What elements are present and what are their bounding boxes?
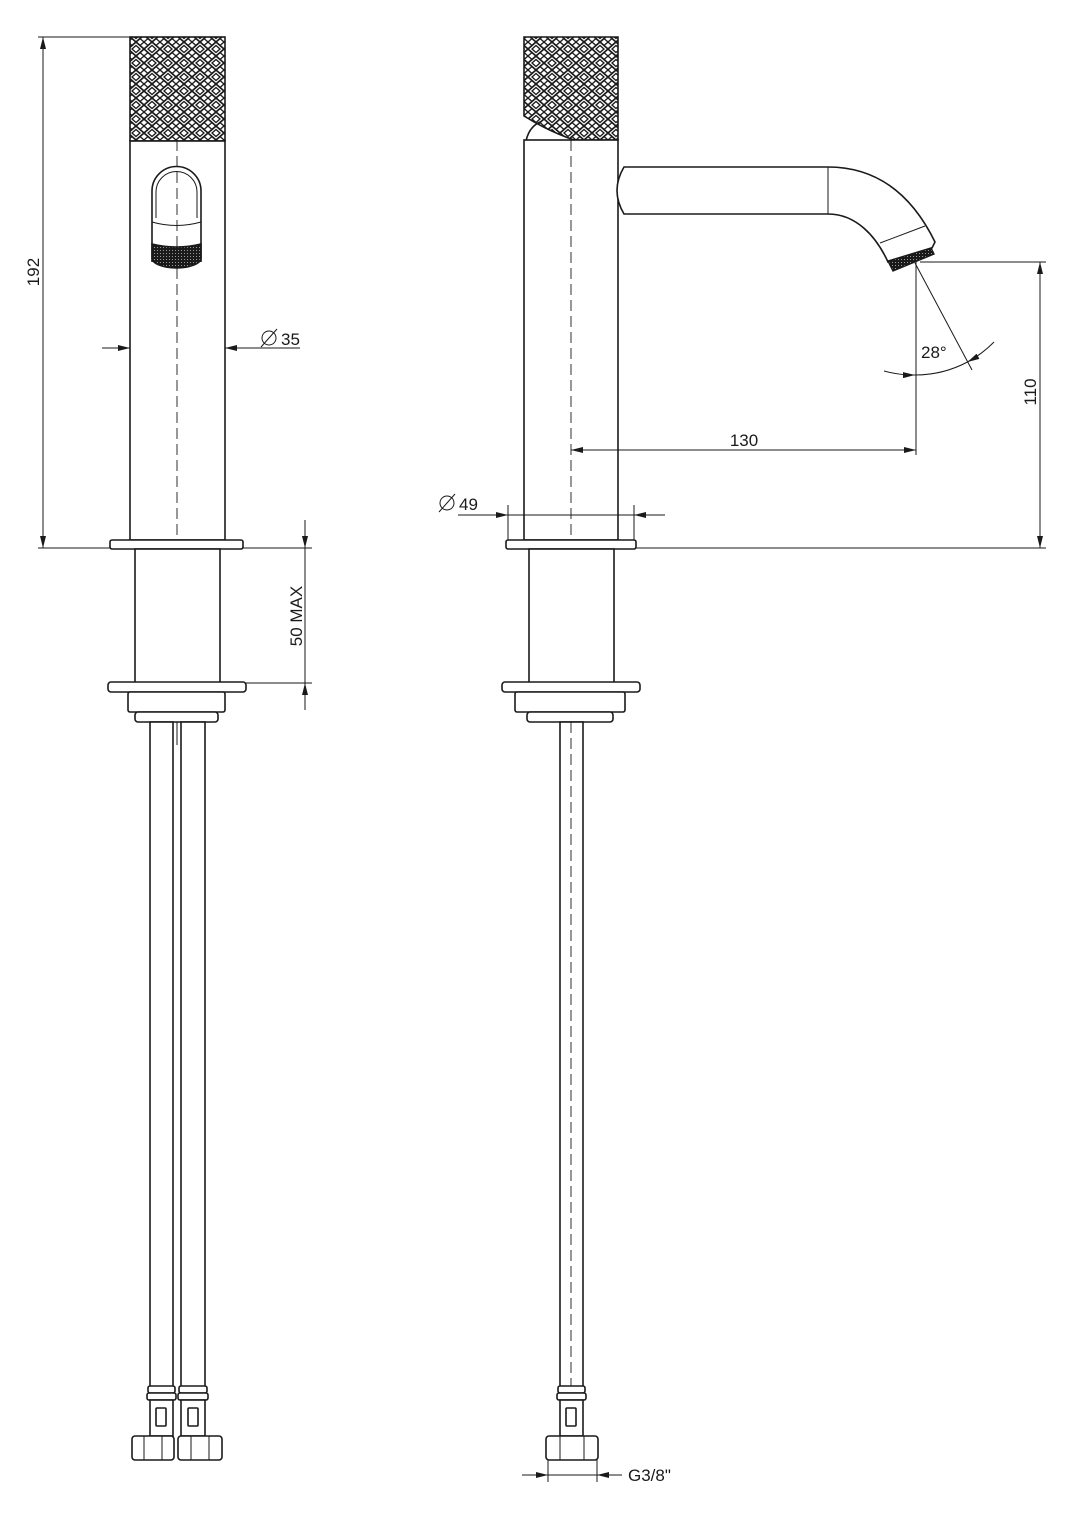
- handle-cup: [525, 121, 541, 142]
- spout-outline: [151, 165, 202, 262]
- aerator: [151, 242, 202, 269]
- hex-nut: [545, 1435, 599, 1461]
- aerator: [887, 247, 935, 272]
- base-flange: [109, 539, 244, 550]
- hose-fitting: [545, 1385, 599, 1461]
- knurled-handle-cap: [523, 36, 619, 141]
- ferrule-ring: [177, 1392, 209, 1401]
- angle-label-28: 28°: [921, 343, 947, 362]
- mounting-shank: [528, 548, 615, 684]
- dimension-label-49: 49: [459, 495, 478, 514]
- fixing-washer: [501, 681, 641, 693]
- spray-angle-indicator: 28°: [883, 262, 995, 455]
- fixing-nut: [127, 691, 226, 713]
- angle-arc-middle: [914, 361, 968, 376]
- dimension-connection-thread: G3/8": [522, 1460, 671, 1485]
- angle-arc-left: [883, 370, 916, 379]
- side-view: 28° 130 110 49: [438, 36, 1046, 1485]
- fitting-window: [187, 1407, 199, 1427]
- fitting-body: [559, 1399, 584, 1437]
- dimension-deck-thickness: 50 MAX: [243, 520, 312, 710]
- spray-direction-line: [914, 262, 973, 371]
- dimension-label-35: 35: [281, 330, 300, 349]
- ferrule-ring: [178, 1385, 208, 1394]
- fixing-washer: [107, 681, 247, 693]
- spout-seam: [151, 221, 202, 226]
- spout-tube: [616, 166, 936, 263]
- fixing-nut: [514, 691, 626, 713]
- hose-fitting-right: [177, 1385, 223, 1461]
- ferrule-ring: [556, 1392, 587, 1401]
- fitting-body: [180, 1399, 206, 1437]
- dimension-label-192: 192: [24, 258, 43, 286]
- hex-nut: [131, 1435, 175, 1461]
- flexible-hose-right: [180, 721, 206, 1388]
- front-view: 192 35: [24, 36, 312, 1461]
- angle-arc-right: [967, 341, 995, 363]
- ferrule-ring: [146, 1392, 177, 1401]
- knurled-handle-cap: [129, 36, 226, 142]
- spout-side: [616, 166, 936, 272]
- dimension-label-50-max: 50 MAX: [287, 586, 306, 646]
- spout-front: [151, 165, 202, 269]
- dimension-overall-height: 192: [24, 36, 130, 549]
- fitting-window: [155, 1407, 167, 1427]
- ferrule-ring: [147, 1385, 176, 1394]
- dimension-spout-height: 110: [636, 261, 1046, 549]
- diameter-icon: [260, 328, 278, 348]
- dimension-spout-reach: 130: [571, 431, 916, 453]
- flexible-hose: [559, 721, 584, 1388]
- dimension-label-thread: G3/8": [628, 1466, 671, 1485]
- flexible-hose-left: [149, 721, 174, 1388]
- hose-fitting-left: [131, 1385, 177, 1461]
- base-flange: [505, 539, 637, 550]
- diameter-icon: [438, 493, 456, 513]
- dimension-body-diameter: 35: [102, 328, 300, 351]
- spout-inner-edge: [155, 171, 198, 218]
- spout-tip-seam: [879, 225, 926, 244]
- fitting-body: [149, 1399, 174, 1437]
- hex-nut: [177, 1435, 223, 1461]
- fixing-ring: [134, 711, 219, 723]
- ferrule-ring: [557, 1385, 586, 1394]
- dimension-flange-diameter: 49: [438, 493, 665, 540]
- mounting-shank: [134, 548, 221, 684]
- fixing-ring: [526, 711, 614, 723]
- dimension-label-110: 110: [1021, 378, 1040, 405]
- fitting-window: [565, 1407, 577, 1427]
- dimension-label-130: 130: [730, 431, 758, 450]
